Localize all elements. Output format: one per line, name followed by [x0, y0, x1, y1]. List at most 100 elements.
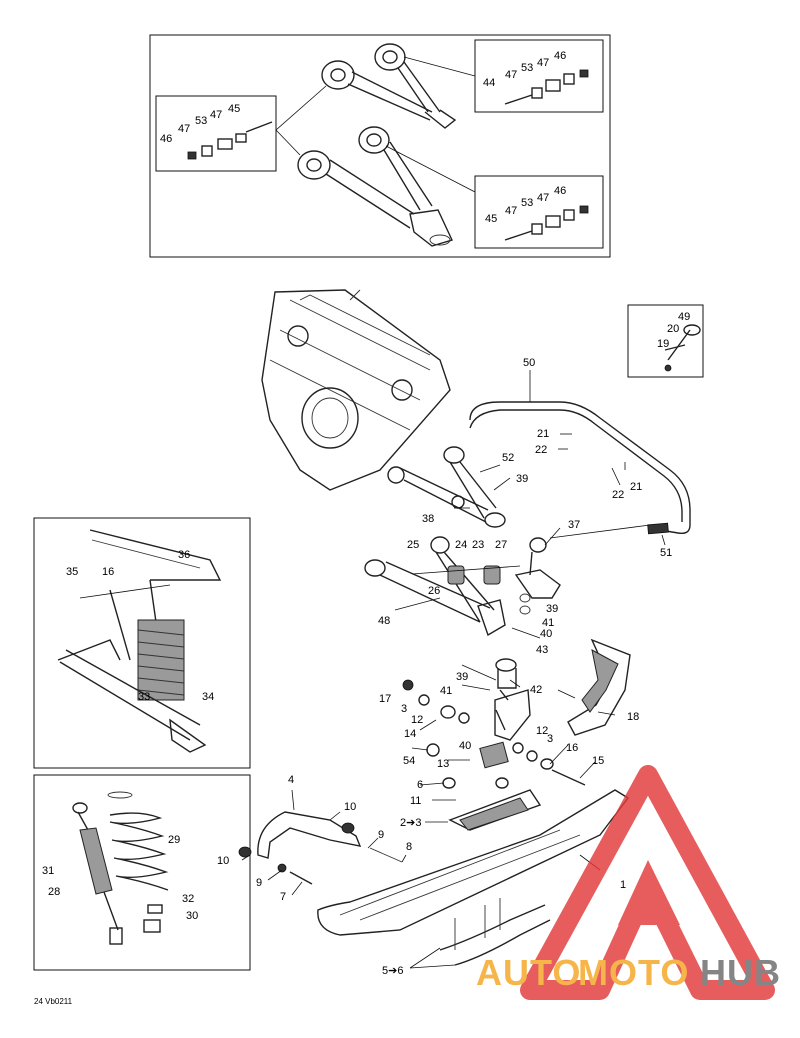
callout-53c: 53: [521, 197, 533, 209]
reference-code: 24 Vb0211: [34, 997, 73, 1006]
callout-20a: 20: [667, 323, 679, 335]
callout-39b: 39: [546, 603, 558, 615]
callout-47c: 47: [505, 69, 517, 81]
callout-44: 44: [483, 77, 495, 89]
callout-labels: 46 47 53 47 45 44 47 53 47 46 45 47 53 4…: [34, 50, 690, 1006]
callout-17: 17: [379, 693, 391, 705]
main-upper-a-arm: [387, 446, 506, 528]
callout-24: 24: [455, 539, 467, 551]
callout-27: 27: [495, 539, 507, 551]
callout-18: 18: [627, 711, 639, 723]
callout-35: 35: [66, 566, 78, 578]
callout-38: 38: [422, 513, 434, 525]
callout-36: 36: [178, 549, 190, 561]
sway-bar: [469, 401, 691, 535]
callout-13: 13: [437, 758, 449, 770]
main-lower-a-arm: [364, 536, 506, 637]
chassis-frame: [261, 289, 451, 491]
callout-21a: 21: [537, 428, 549, 440]
callout-3a: 3: [401, 703, 407, 715]
callout-1: 1: [620, 879, 626, 891]
callout-39a: 39: [516, 473, 528, 485]
watermark-logo: AUTO MOTO HUB: [476, 765, 781, 1000]
ski-loop-handle: [238, 811, 403, 863]
callout-25: 25: [407, 539, 419, 551]
callout-6: 6: [417, 779, 423, 791]
callout-10a: 10: [344, 801, 356, 813]
bolt-icon: [187, 121, 273, 160]
spring-icon: [107, 791, 169, 891]
callout-53a: 53: [195, 115, 207, 127]
ball-joint: [495, 658, 517, 701]
ski-fender: [567, 638, 631, 736]
small-hardware: [277, 679, 586, 885]
callout-14: 14: [404, 728, 416, 740]
callout-47a: 47: [178, 123, 190, 135]
inset-spring-shock: [33, 774, 251, 971]
bolt-icon-2: [504, 69, 589, 105]
callout-34: 34: [202, 691, 214, 703]
inset-hardware: [627, 304, 704, 378]
callout-8: 8: [406, 841, 412, 853]
callout-19: 19: [657, 338, 669, 350]
upper-a-arm: [321, 43, 457, 129]
callout-23: 23: [472, 539, 484, 551]
watermark-text-auto: AUTO: [476, 952, 581, 993]
coil-spring-icon: [137, 619, 185, 701]
callout-7: 7: [280, 891, 286, 903]
callout-47e: 47: [505, 205, 517, 217]
callout-52: 52: [502, 452, 514, 464]
bushing-clamps: [411, 565, 521, 585]
callout-10b: 10: [217, 855, 229, 867]
hardware-box-right-lower: [474, 175, 604, 249]
callout-16a: 16: [102, 566, 114, 578]
callout-47d: 47: [537, 57, 549, 69]
callout-43: 43: [536, 644, 548, 656]
callout-51: 51: [660, 547, 672, 559]
callout-40a: 40: [540, 628, 552, 640]
inset-shock-mount: [33, 517, 251, 769]
inset-a-arms: [149, 34, 611, 258]
callout-30: 30: [186, 910, 198, 922]
spindle: [514, 537, 561, 615]
callout-47f: 47: [537, 192, 549, 204]
lower-a-arm: [297, 126, 453, 247]
callout-41a: 41: [542, 617, 554, 629]
callout-39c: 39: [456, 671, 468, 683]
callout-9a: 9: [378, 829, 384, 841]
callout-4: 4: [288, 774, 294, 786]
callout-9b: 9: [256, 877, 262, 889]
ski-leg: [479, 689, 531, 769]
callout-40b: 40: [459, 740, 471, 752]
callout-53b: 53: [521, 62, 533, 74]
leader-lines: [241, 370, 666, 969]
callout-31: 31: [42, 865, 54, 877]
callout-54: 54: [403, 755, 415, 767]
callout-26: 26: [428, 585, 440, 597]
callout-45a: 45: [228, 103, 240, 115]
callout-49: 49: [678, 311, 690, 323]
callout-29: 29: [168, 834, 180, 846]
callout-12b: 12: [536, 725, 548, 737]
callout-2-3: 2➔3: [400, 817, 421, 829]
callout-5-6: 5➔6: [382, 965, 403, 977]
callout-45b: 45: [485, 213, 497, 225]
callout-46b: 46: [554, 50, 566, 62]
callout-37: 37: [568, 519, 580, 531]
callout-22a: 22: [535, 444, 547, 456]
callout-28: 28: [48, 886, 60, 898]
callout-50: 50: [523, 357, 535, 369]
callout-46c: 46: [554, 185, 566, 197]
callout-12a: 12: [411, 714, 423, 726]
callout-3b: 3: [547, 733, 553, 745]
callout-48: 48: [378, 615, 390, 627]
callout-22b: 22: [612, 489, 624, 501]
watermark-text-hub: HUB: [700, 952, 781, 993]
callout-33: 33: [138, 691, 150, 703]
callout-11: 11: [410, 795, 421, 807]
callout-42: 42: [530, 684, 542, 696]
hardware-box-left: [155, 95, 277, 172]
callout-21b: 21: [630, 481, 642, 493]
watermark-text-moto: MOTO: [578, 952, 689, 993]
